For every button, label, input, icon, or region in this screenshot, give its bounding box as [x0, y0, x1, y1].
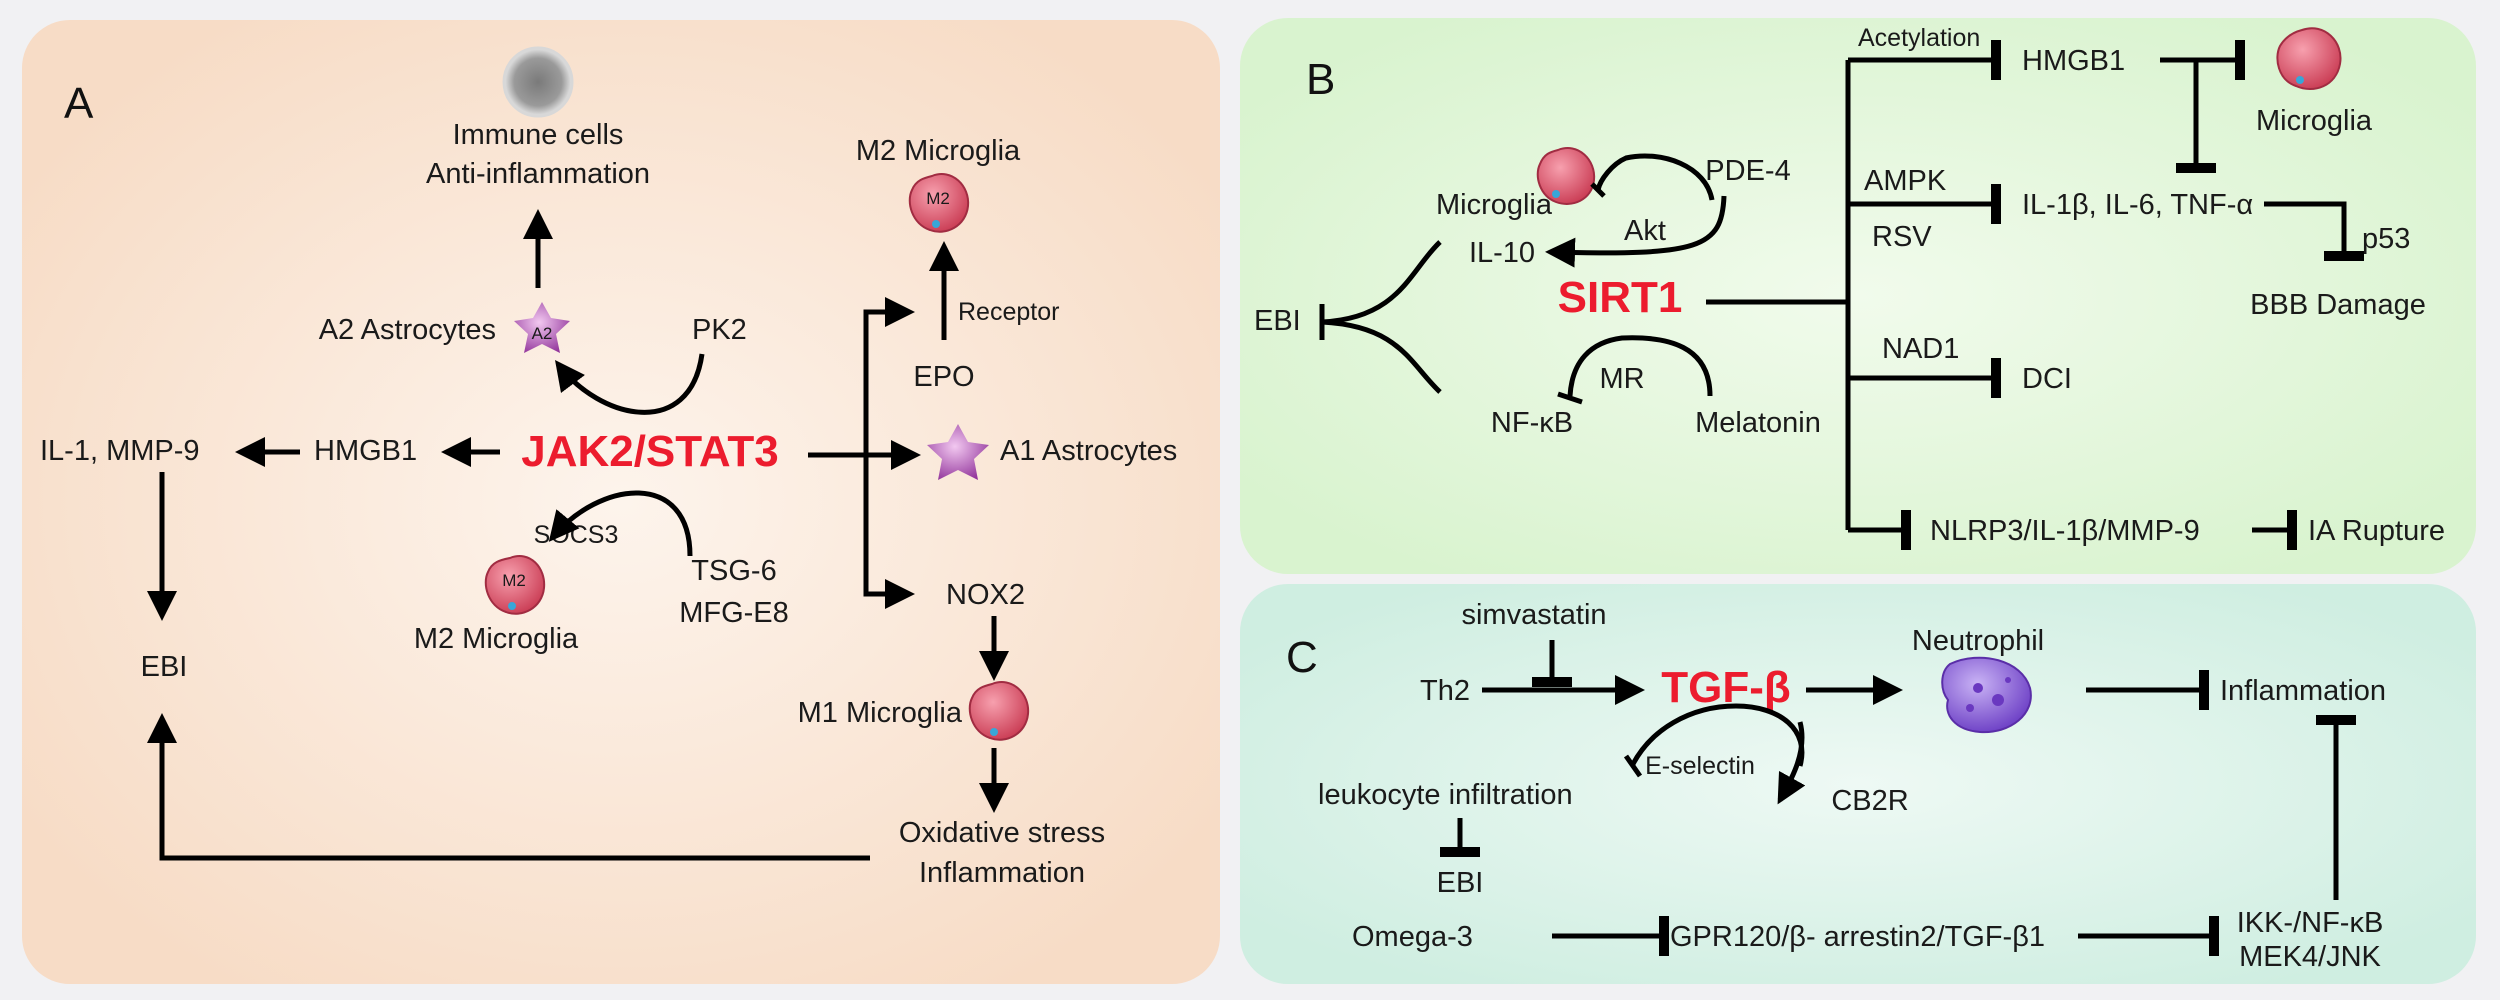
- cytokines-label: IL-1β, IL-6, TNF-α: [2022, 189, 2253, 221]
- arrow-tgfb-to-cb2r: [1777, 721, 1806, 805]
- microglia-b-left-icon: [1536, 147, 1596, 205]
- a2-astrocyte-icon: A2: [514, 302, 570, 353]
- cb2r-label: CB2R: [1831, 785, 1908, 817]
- acetylation-label: Acetylation: [1858, 24, 1980, 52]
- arrow-pk2-to-a2: [554, 353, 705, 415]
- leukocyte-infiltration-label: leukocyte infiltration: [1318, 779, 1573, 811]
- inflammation-c-label: Inflammation: [2220, 675, 2386, 707]
- arrow-tsg6-to-m2: [548, 490, 693, 557]
- m1-microglia-label: M1 Microglia: [798, 697, 963, 729]
- panel-a-background: [22, 20, 1220, 984]
- microglia-b-left-label: Microglia: [1436, 189, 1553, 221]
- m2-badge-lower: M2: [502, 571, 526, 590]
- bbb-damage-label: BBB Damage: [2250, 289, 2426, 321]
- melatonin-label: Melatonin: [1695, 407, 1821, 439]
- hmgb1-label: HMGB1: [314, 435, 417, 467]
- pde4-label: PDE-4: [1705, 155, 1790, 187]
- tgfb-hub: TGF-β: [1661, 663, 1791, 712]
- curve-il10-to-ebi: [1321, 240, 1442, 325]
- mek4-jnk-label: MEK4/JNK: [2239, 941, 2381, 973]
- inhibit-bar-nfkb: [1557, 391, 1583, 405]
- a1-astrocytes-label: A1 Astrocytes: [1000, 435, 1177, 467]
- jak2-stat3-hub: JAK2/STAT3: [521, 427, 779, 476]
- inhibit-melatonin-to-nfkb: [1567, 335, 1713, 397]
- nad1-label: NAD1: [1882, 333, 1959, 365]
- il1-mmp9-label: IL-1, MMP-9: [40, 435, 200, 467]
- omega3-label: Omega-3: [1352, 921, 1473, 953]
- mfge8-label: MFG-E8: [679, 597, 789, 629]
- nfkb-b-label: NF-κB: [1491, 407, 1573, 439]
- ikk-nfkb-label: IKK-/NF-κB: [2237, 907, 2384, 939]
- a2-astrocytes-label: A2 Astrocytes: [319, 314, 496, 346]
- simvastatin-label: simvastatin: [1461, 599, 1606, 631]
- m2-microglia-lower-icon: M2: [484, 555, 546, 615]
- il10-label: IL-10: [1469, 237, 1535, 269]
- oxidative-stress-label: Oxidative stress: [899, 817, 1105, 849]
- e-selectin-label: E-selectin: [1645, 752, 1755, 780]
- receptor-label: Receptor: [958, 298, 1059, 326]
- ampk-label: AMPK: [1864, 165, 1947, 197]
- neutrophil-label: Neutrophil: [1912, 625, 2044, 657]
- panel-b: B SIRT1 Microglia PDE-4 Akt IL-10 EBI MR…: [1240, 18, 2476, 574]
- arrow-inflammation-to-ebi: [147, 713, 870, 861]
- a2-badge: A2: [532, 324, 553, 343]
- hmgb1-b-label: HMGB1: [2022, 45, 2125, 77]
- curve-nfkb-to-ebi: [1321, 319, 1442, 394]
- panel-c: C simvastatin Th2 TGF-β Neutrophil Infla…: [1240, 584, 2476, 984]
- pk2-label: PK2: [692, 314, 747, 346]
- inhibit-bar-leukocyte: [1623, 754, 1643, 778]
- m2-microglia-lower-label: M2 Microglia: [414, 623, 579, 655]
- tsg6-label: TSG-6: [691, 555, 776, 587]
- m2-badge-upper: M2: [926, 189, 950, 208]
- p53-label: p53: [2362, 223, 2410, 255]
- m2-microglia-upper-icon: M2: [908, 173, 970, 233]
- gpr120-label: GPR120/β- arrestin2/TGF-β1: [1670, 921, 2045, 953]
- immune-cells-label: Immune cells: [453, 119, 624, 151]
- dci-label: DCI: [2022, 363, 2072, 395]
- arrow-hub-to-nox2: [863, 455, 915, 609]
- th2-label: Th2: [1420, 675, 1470, 707]
- rsv-label: RSV: [1872, 221, 1932, 253]
- microglia-b-right-label: Microglia: [2256, 105, 2373, 137]
- mr-label: MR: [1599, 363, 1644, 395]
- arrow-pde4-to-il10: [1545, 195, 1727, 268]
- arrow-hub-to-epo: [863, 297, 915, 455]
- socs3-label: SOCS3: [534, 521, 619, 549]
- epo-label: EPO: [913, 361, 974, 393]
- inhibit-bar-microglia: [1590, 182, 1606, 198]
- anti-inflammation-label: Anti-inflammation: [426, 158, 650, 190]
- akt-label: Akt: [1624, 215, 1666, 247]
- immune-cell-icon: [502, 46, 574, 118]
- inhibit-pde4-to-microglia: [1595, 153, 1715, 201]
- inflammation-label: Inflammation: [919, 857, 1085, 889]
- a1-astrocyte-icon: [927, 424, 989, 480]
- microglia-b-right-icon: [2276, 27, 2342, 90]
- inhibit-e-selectin: [1629, 703, 1805, 768]
- ia-rupture-label: IA Rupture: [2308, 515, 2445, 547]
- m2-microglia-upper-label: M2 Microglia: [856, 135, 1021, 167]
- panel-a-letter: A: [64, 79, 94, 128]
- panel-a: A JAK2/STAT3 Immune cells Anti-inflammat…: [22, 20, 1220, 984]
- panel-c-letter: C: [1286, 633, 1318, 682]
- ebi-label: EBI: [141, 651, 188, 683]
- ebi-b-label: EBI: [1254, 305, 1301, 337]
- ebi-c-label: EBI: [1437, 867, 1484, 899]
- neutrophil-icon: [1941, 656, 2032, 734]
- nlrp3-label: NLRP3/IL-1β/MMP-9: [1930, 515, 2200, 547]
- inhibit-cytokines-to-bbb: [2264, 201, 2364, 261]
- m1-microglia-icon: [968, 681, 1030, 741]
- panel-b-letter: B: [1306, 55, 1335, 104]
- sirt1-hub: SIRT1: [1558, 273, 1683, 322]
- nox2-label: NOX2: [946, 579, 1025, 611]
